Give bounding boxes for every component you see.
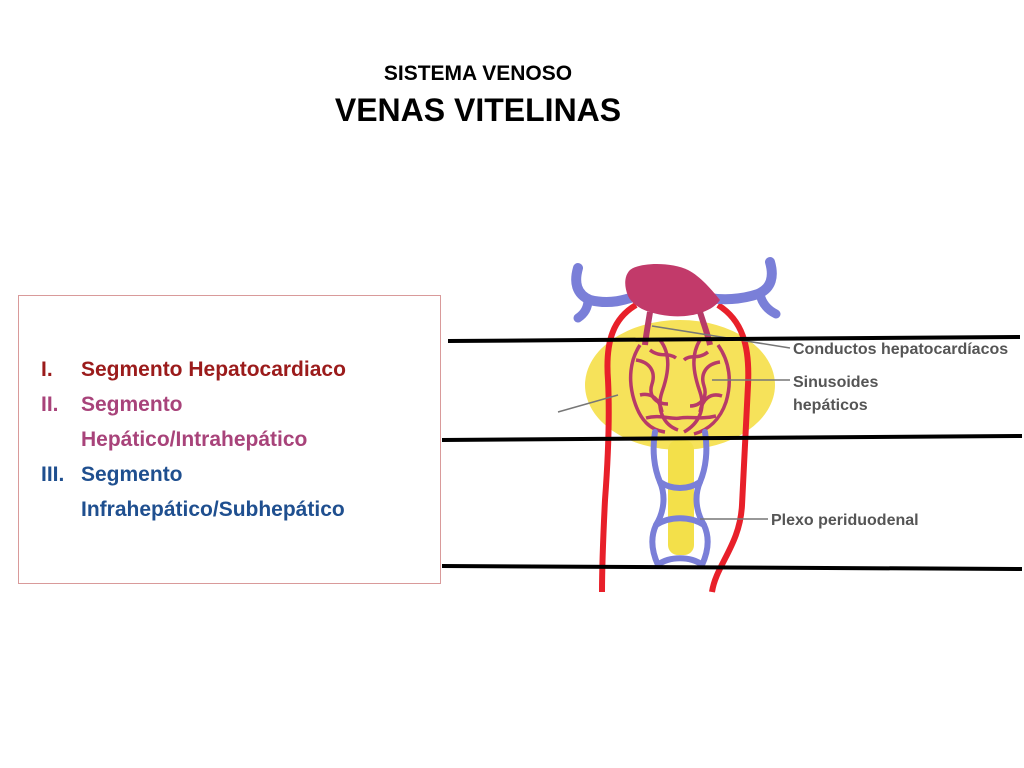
pointer-conductos (651, 325, 791, 349)
segment-label-continued: Infrahepático/Subhepático (81, 498, 345, 521)
page-title: VENAS VITELINAS (334, 92, 622, 128)
pointer-liver (557, 394, 619, 413)
segment-item-1: I. Segmento Hepatocardiaco (41, 352, 346, 387)
label-sinusoides-2: hepáticos (793, 397, 868, 414)
segment-label: Segmento (81, 463, 183, 486)
segment-numeral: II. (41, 393, 59, 416)
segment-boundary-3 (441, 564, 1023, 571)
liver-shape (585, 320, 775, 450)
hepatocardiac-duct-left (642, 311, 653, 346)
page-subtitle: SISTEMA VENOSO (383, 62, 573, 85)
periduodenal-plexus (649, 429, 711, 568)
label-conductos: Conductos hepatocardíacos (793, 341, 1008, 358)
segment-label: Segmento Hepatocardiaco (81, 358, 346, 381)
segment-numeral: III. (41, 463, 65, 486)
label-plexo: Plexo periduodenal (771, 512, 919, 529)
hepatic-sinusoids (628, 338, 732, 436)
segment-label: Segmento (81, 393, 183, 416)
segment-legend: I. Segmento Hepatocardiaco II. Segmento He… (18, 295, 441, 584)
hepatocardiac-duct-right (697, 311, 713, 346)
left-cardinal-branch (573, 295, 593, 323)
sinus-venosus (625, 264, 720, 317)
right-cardinal-branch (755, 289, 781, 319)
segment-item-3: III. Segmento Infrahepático/Subhepático (41, 457, 345, 527)
segment-boundary-1 (447, 335, 1021, 343)
label-sinusoides-1: Sinusoides (793, 374, 878, 391)
duodenum-tube (668, 440, 694, 555)
segment-item-2: II. Segmento Hepático/Intrahepático (41, 387, 307, 457)
segment-numeral: I. (41, 358, 53, 381)
segment-label-continued: Hepático/Intrahepático (81, 428, 308, 451)
segment-boundary-2 (441, 434, 1023, 442)
